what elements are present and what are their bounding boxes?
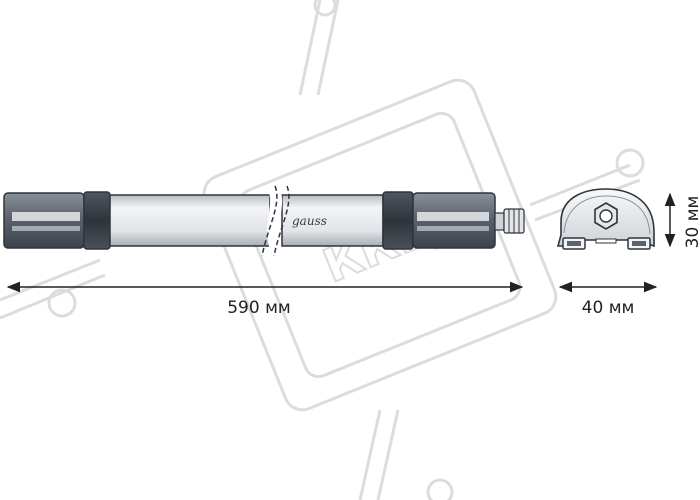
width-label: 40 мм <box>582 298 635 318</box>
width-dimension: 40 мм <box>558 281 658 318</box>
watermark: ККЦ <box>0 0 645 500</box>
diffuser-left <box>109 194 271 247</box>
break-line-left <box>261 185 278 257</box>
break-line-right <box>273 185 290 257</box>
luminaire-side-view: gauss <box>3 185 525 257</box>
cable-gland <box>494 208 525 234</box>
length-dimension: 590 мм <box>6 281 524 318</box>
right-mounting-clip <box>382 191 414 250</box>
height-dimension: 30 мм <box>664 192 700 249</box>
luminaire-cross-section <box>556 188 655 250</box>
left-mounting-clip <box>83 191 111 250</box>
length-label: 590 мм <box>227 298 291 318</box>
height-label: 30 мм <box>683 196 700 249</box>
brand-label: gauss <box>292 214 327 228</box>
diffuser-right <box>281 194 384 247</box>
